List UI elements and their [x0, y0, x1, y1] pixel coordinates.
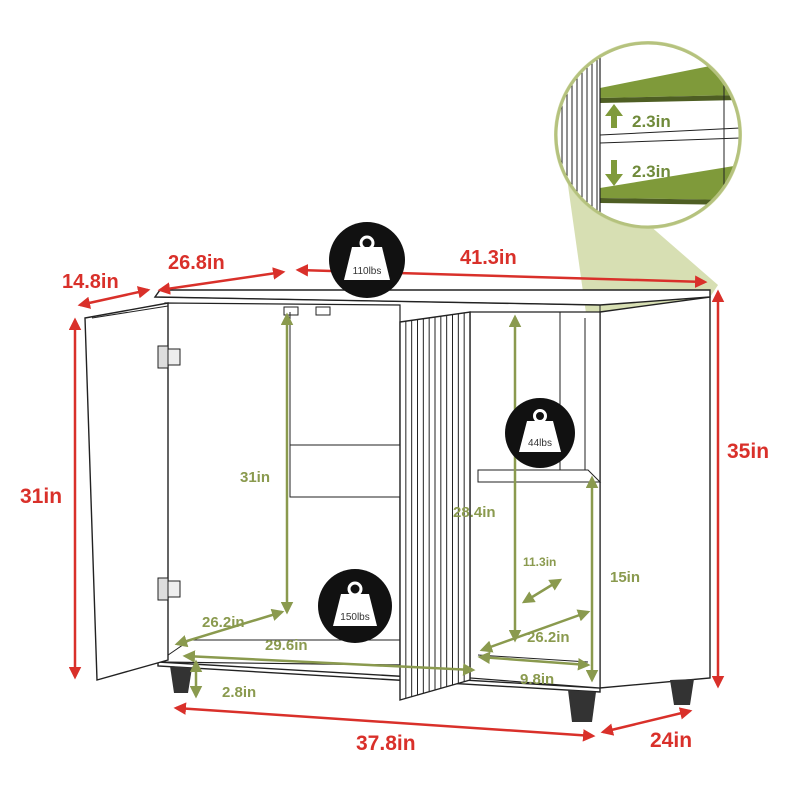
svg-text:44lbs: 44lbs: [528, 438, 552, 449]
label-bottom-depth: 24in: [650, 729, 692, 752]
svg-text:2.3in: 2.3in: [632, 112, 671, 131]
zoom-detail: 2.3in 2.3in: [554, 41, 742, 229]
label-bottom-width: 37.8in: [356, 732, 416, 755]
label-top-side: 26.8in: [168, 252, 225, 274]
weight-badge-shelf: 44lbs: [505, 398, 575, 468]
label-top-depth: 14.8in: [62, 271, 119, 293]
svg-text:150lbs: 150lbs: [340, 612, 369, 623]
label-lower-depth: 26.2in: [527, 629, 570, 646]
hinge-icon-bottom: [157, 577, 181, 601]
label-lower-height: 15in: [610, 569, 640, 586]
label-inner-width: 29.6in: [265, 637, 308, 654]
weight-badge-top: 110lbs: [329, 222, 405, 298]
svg-text:2.3in: 2.3in: [632, 162, 671, 181]
weight-badge-bottom: 150lbs: [318, 569, 392, 643]
label-inner-shelf-height: 28.4in: [453, 504, 496, 521]
label-left-height: 31in: [20, 485, 62, 508]
label-leg-height: 2.8in: [222, 684, 256, 701]
svg-text:110lbs: 110lbs: [353, 266, 382, 277]
label-shelf-gap: 11.3in: [523, 555, 556, 569]
hinge-icon-top: [157, 345, 181, 369]
label-lower-width: 9.8in: [520, 671, 554, 688]
label-top-width: 41.3in: [460, 247, 517, 269]
label-right-height: 35in: [727, 440, 769, 463]
label-inner-depth: 26.2in: [202, 614, 245, 631]
green-dimension-lines: [174, 312, 599, 699]
fluted-door: [399, 311, 471, 701]
left-door: [84, 302, 181, 681]
label-inner-height: 31in: [240, 469, 270, 486]
